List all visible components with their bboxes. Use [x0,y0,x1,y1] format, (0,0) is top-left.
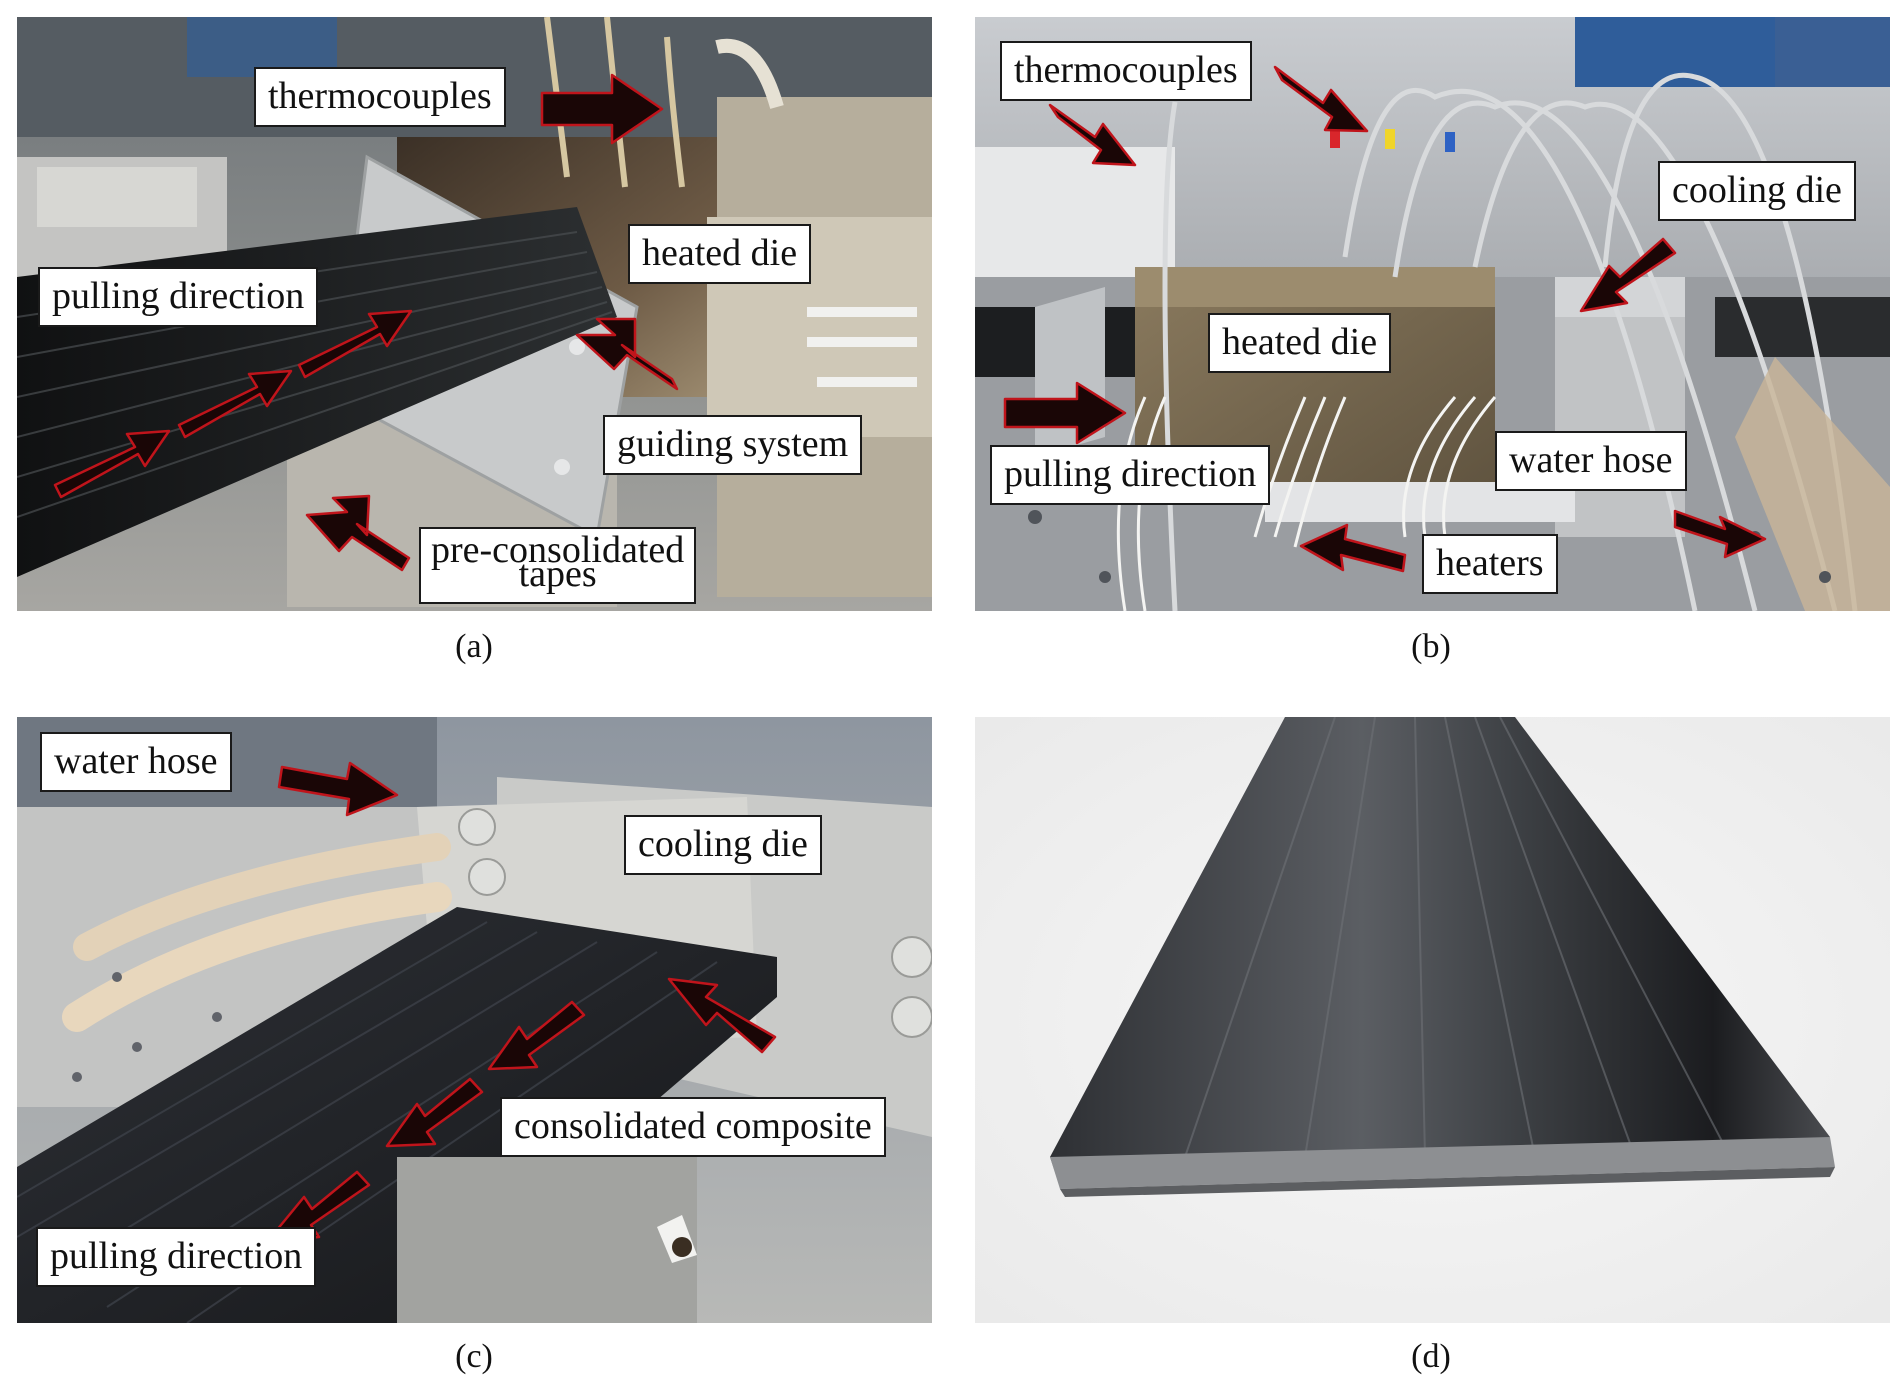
label-cooling-die: cooling die [1658,161,1856,221]
label-thermocouples: thermocouples [254,67,506,127]
label-heated-die: heated die [628,224,812,284]
label-line: tapes [518,552,597,595]
label-water-hose: water hose [1495,431,1687,491]
panel-c-photo [17,717,932,1323]
label-heated-die: heated die [1208,313,1392,373]
caption-b: (b) [1411,628,1451,665]
label-pre-consolidated-tapes: pre-consolidated tapes [419,527,697,605]
label-pulling-direction: pulling direction [38,267,319,327]
panel-b-photo [975,17,1890,611]
label-consolidated-composite: consolidated composite [500,1097,886,1157]
label-water-hose: water hose [40,732,232,792]
label-pulling-direction: pulling direction [990,445,1271,505]
caption-a: (a) [455,628,493,665]
panel-c: water hose cooling die consolidated comp… [17,717,932,1323]
label-cooling-die: cooling die [624,815,822,875]
panel-d-photo [975,717,1890,1323]
panel-b: thermocouples cooling die heated die wat… [975,17,1890,611]
panel-d [975,717,1890,1323]
caption-d: (d) [1411,1338,1451,1375]
label-heaters: heaters [1422,534,1558,594]
panel-a: thermocouples heated die pulling directi… [17,17,932,611]
caption-c: (c) [455,1338,493,1375]
label-pulling-direction: pulling direction [36,1227,317,1287]
label-thermocouples: thermocouples [1000,41,1252,101]
label-guiding-system: guiding system [603,415,863,475]
